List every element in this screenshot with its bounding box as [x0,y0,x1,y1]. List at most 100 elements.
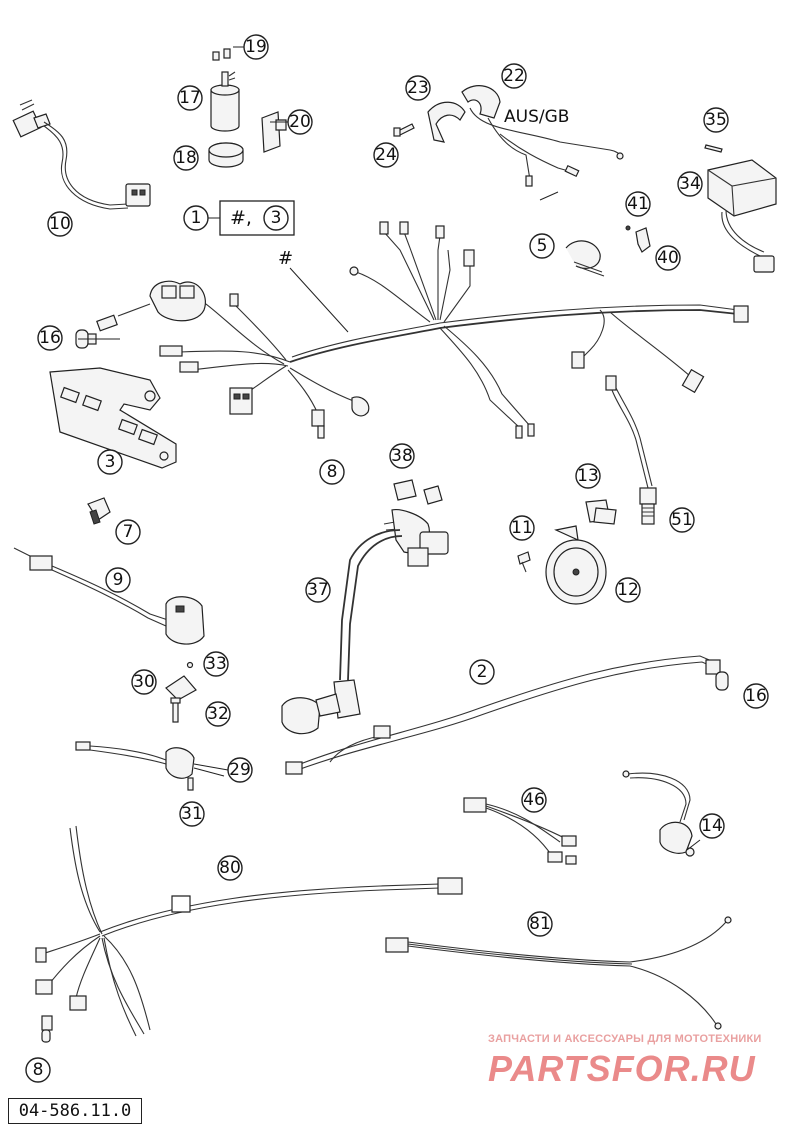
svg-text:10: 10 [49,214,71,234]
svg-text:8: 8 [33,1060,44,1080]
callout-18: 18 [173,145,199,171]
callout-23: 23 [405,75,431,101]
svg-text:8: 8 [327,462,338,482]
part-22-sensor-cable [461,85,624,187]
part-20-bracket [261,111,287,153]
callout-10: 10 [47,211,73,237]
part-30-switch [165,675,197,701]
callout-46: 46 [521,787,547,813]
part-13-bracket [585,499,617,525]
callout-34: 34 [677,171,703,197]
part-23-clip [427,101,466,143]
part-34-regulator [707,159,777,273]
part-80-harness [35,825,463,1037]
svg-text:31: 31 [181,804,203,824]
callout-2: 2 [469,659,495,685]
watermark-brand: PARTSFOR.RU [488,1048,756,1089]
svg-text:29: 29 [229,760,251,780]
svg-text:16: 16 [745,686,767,706]
svg-text:3: 3 [105,452,116,472]
part-5-cable-tie [565,240,605,277]
callout-17: 17 [177,85,203,111]
svg-text:3: 3 [271,208,282,228]
part-17-capacitor [210,71,240,132]
callout-31: 31 [179,801,205,827]
part-81-harness [385,916,732,1030]
svg-text:14: 14 [701,816,723,836]
svg-text:11: 11 [511,518,533,538]
part-16-bulb-2 [715,671,729,691]
part-11-bolt [517,551,531,573]
svg-text:80: 80 [219,858,241,878]
main-wiring-harness [96,221,749,439]
leader-lines [78,46,701,851]
svg-text:18: 18 [175,148,197,168]
part-46-adapter-cable [463,797,577,865]
document-number: 04-586.11.0 [8,1098,142,1124]
callout-9: 9 [105,567,131,593]
svg-text:40: 40 [657,248,679,268]
kit-label: 1 #, 3 [183,200,295,236]
callout-12: 12 [615,577,641,603]
part-38-fuse [393,479,417,501]
part-9-switch-cable [13,547,205,645]
callout-33: 33 [203,651,229,677]
callout-14: 14 [699,813,725,839]
part-12-horn [545,525,607,605]
svg-text:20: 20 [289,112,311,132]
part-31-screw [187,777,194,791]
callout-35: 35 [703,107,729,133]
svg-text:24: 24 [375,145,397,165]
part-3-bracket-plate [49,367,177,469]
callout-8b: 8 [25,1057,51,1083]
svg-text:30: 30 [133,672,155,692]
part-33-screw [186,661,194,669]
watermark-tagline: ЗАПЧАСТИ И АКСЕССУАРЫ ДЛЯ МОТОТЕХНИКИ [488,1033,762,1045]
callout-19: 19 [243,34,269,60]
svg-text:35: 35 [705,110,727,130]
harness-mark: # [278,248,293,269]
svg-text:32: 32 [207,704,229,724]
callout-41: 41 [625,191,651,217]
part-8-bulb [41,1029,51,1043]
svg-text:1: 1 [191,208,202,228]
svg-text:51: 51 [671,510,693,530]
svg-text:5: 5 [537,236,548,256]
svg-text:37: 37 [307,580,329,600]
svg-text:#,: #, [230,207,252,229]
callout-80: 80 [217,855,243,881]
callout-11: 11 [509,515,535,541]
callout-22: 22 [501,63,527,89]
svg-text:34: 34 [679,174,701,194]
callout-20: 20 [287,109,313,135]
callout-51: 51 [669,507,695,533]
callout-40: 40 [655,245,681,271]
svg-text:9: 9 [113,570,124,590]
svg-text:81: 81 [529,914,551,934]
svg-text:23: 23 [407,78,429,98]
part-32-screw [170,697,181,723]
callout-30: 30 [131,669,157,695]
part-29-sensor-cable [75,741,195,779]
part-19-pins [212,48,231,61]
callout-7: 7 [115,519,141,545]
svg-text:17: 17 [179,88,201,108]
part-2-cable [285,655,721,775]
part-14-sensor-cable [622,770,695,857]
svg-text:41: 41 [627,194,649,214]
callout-38: 38 [389,443,415,469]
part-41-screw [625,225,631,231]
part-24-screw [393,123,415,137]
part-7-relay [87,497,111,525]
callout-13: 13 [575,463,601,489]
callout-5: 5 [529,233,555,259]
svg-text:12: 12 [617,580,639,600]
svg-text:16: 16 [39,328,61,348]
region-note: AUS/GB [504,107,569,127]
part-10-switch-cable [12,99,151,210]
svg-text:46: 46 [523,790,545,810]
svg-text:13: 13 [577,466,599,486]
callout-81: 81 [527,911,553,937]
callout-29: 29 [227,757,253,783]
